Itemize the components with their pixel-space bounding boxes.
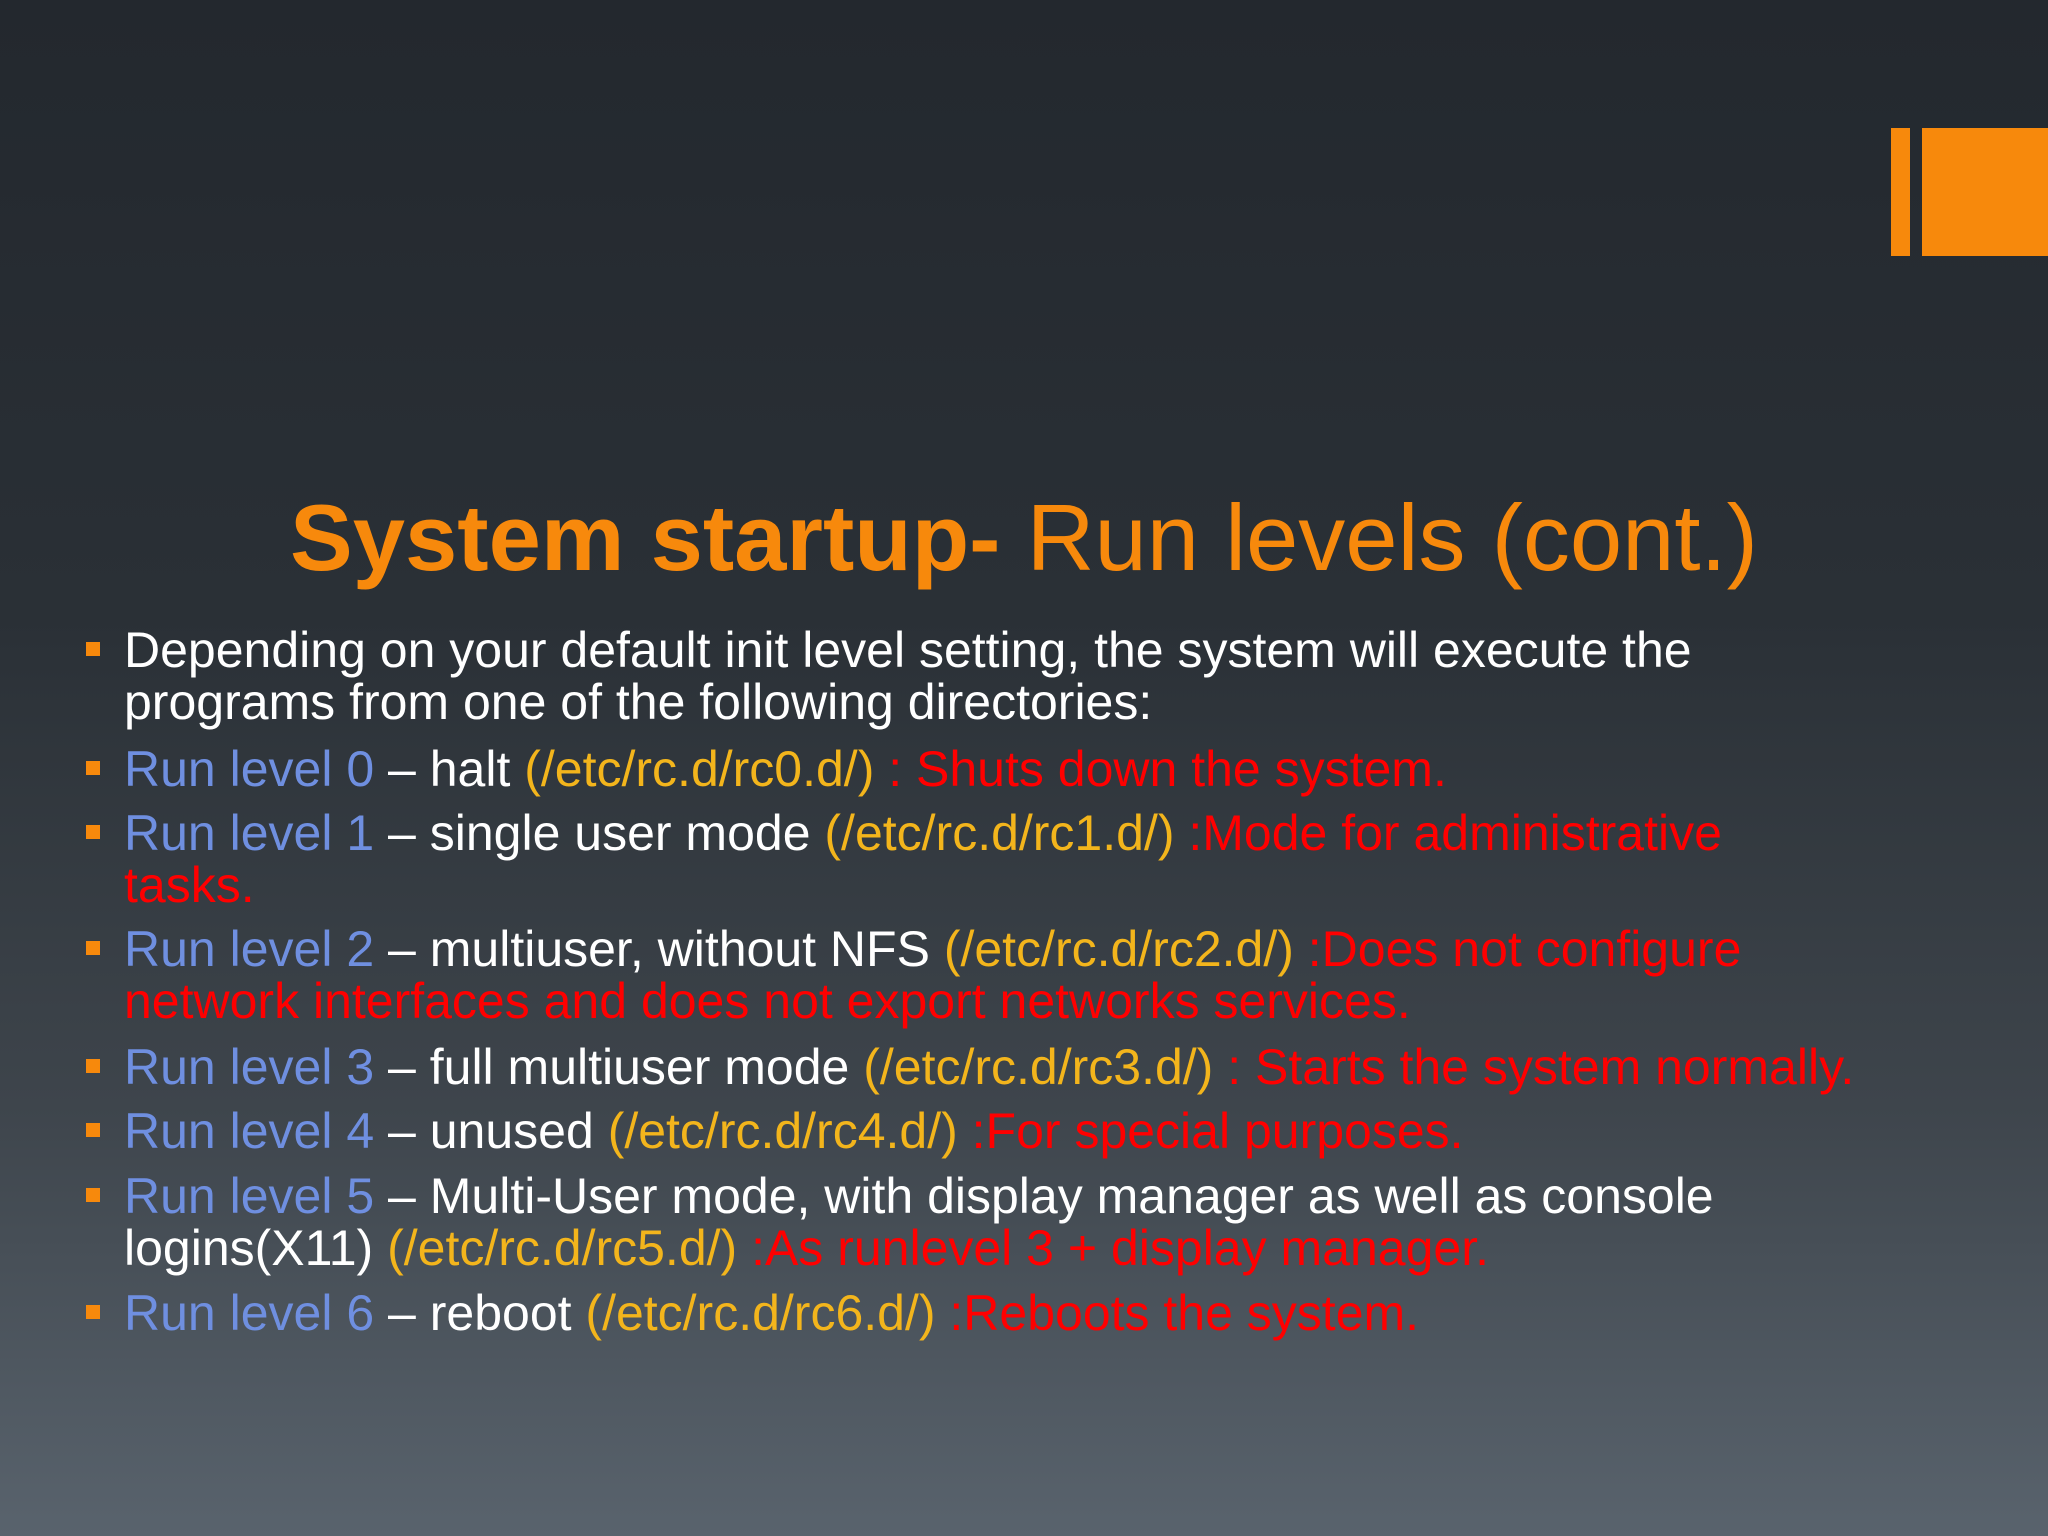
run-level-label: Run level 6	[124, 1285, 375, 1341]
run-level-6-text: Run level 6 – reboot (/etc/rc.d/rc6.d/) …	[124, 1287, 2048, 1339]
run-level-description: :Reboots the system.	[935, 1285, 1420, 1341]
title-regular: Run levels (cont.)	[1000, 485, 1758, 590]
bullet-run-level-5: Run level 5 – Multi-User mode, with disp…	[86, 1170, 2048, 1274]
run-level-5-text: Run level 5 – Multi-User mode, with disp…	[124, 1170, 2048, 1274]
run-level-2-text: Run level 2 – multiuser, without NFS (/e…	[124, 923, 2048, 1027]
bullet-marker	[86, 941, 100, 955]
run-level-mode: – full multiuser mode	[374, 1039, 864, 1095]
accent-bar-block	[1922, 128, 2048, 256]
bullet-run-level-4: Run level 4 – unused (/etc/rc.d/rc4.d/) …	[86, 1105, 2048, 1157]
run-level-label: Run level 0	[124, 741, 375, 797]
bullet-run-level-3: Run level 3 – full multiuser mode (/etc/…	[86, 1041, 2048, 1093]
bullet-marker	[86, 825, 100, 839]
run-level-description: :Does not configure	[1293, 921, 1742, 977]
intro-line-1: Depending on your default init level set…	[124, 622, 1692, 678]
bullet-run-level-6: Run level 6 – reboot (/etc/rc.d/rc6.d/) …	[86, 1287, 2048, 1339]
run-level-path: (/etc/rc.d/rc3.d/)	[863, 1039, 1214, 1095]
bullet-marker	[86, 1188, 100, 1202]
run-level-0-text: Run level 0 – halt (/etc/rc.d/rc0.d/) : …	[124, 743, 2048, 795]
run-level-path: (/etc/rc.d/rc5.d/)	[387, 1220, 738, 1276]
run-level-mode: – halt	[374, 741, 525, 797]
run-level-mode: – multiuser, without NFS	[374, 921, 944, 977]
run-level-description: :For special purposes.	[957, 1103, 1464, 1159]
run-level-label: Run level 3	[124, 1039, 375, 1095]
accent-bar-thin	[1891, 128, 1910, 256]
run-level-description-cont: tasks.	[124, 857, 255, 913]
run-level-mode: – unused	[374, 1103, 608, 1159]
bullet-marker	[86, 1305, 100, 1319]
run-level-description: :Mode for administrative	[1174, 805, 1722, 861]
bullet-marker	[86, 1123, 100, 1137]
bullet-run-level-1: Run level 1 – single user mode (/etc/rc.…	[86, 807, 2048, 911]
run-level-mode: – reboot	[374, 1285, 586, 1341]
run-level-label: Run level 5	[124, 1168, 375, 1224]
bullet-run-level-0: Run level 0 – halt (/etc/rc.d/rc0.d/) : …	[86, 743, 2048, 795]
bullet-run-level-2: Run level 2 – multiuser, without NFS (/e…	[86, 923, 2048, 1027]
bullet-intro-text: Depending on your default init level set…	[124, 624, 2048, 728]
run-level-description: :As runlevel 3 + display manager.	[737, 1220, 1489, 1276]
run-level-mode: – Multi-User mode, with display manager …	[374, 1168, 1714, 1224]
run-level-4-text: Run level 4 – unused (/etc/rc.d/rc4.d/) …	[124, 1105, 2048, 1157]
run-level-path: (/etc/rc.d/rc4.d/)	[607, 1103, 958, 1159]
bullet-intro: Depending on your default init level set…	[86, 624, 2048, 728]
run-level-description: : Shuts down the system.	[874, 741, 1447, 797]
run-level-label: Run level 4	[124, 1103, 375, 1159]
run-level-description: : Starts the system normally.	[1213, 1039, 1855, 1095]
run-level-label: Run level 2	[124, 921, 375, 977]
run-level-mode-cont: logins(X11)	[124, 1220, 388, 1276]
slide-title: System startup- Run levels (cont.)	[0, 478, 2048, 598]
run-level-description-cont: network interfaces and does not export n…	[124, 973, 1411, 1029]
run-level-path: (/etc/rc.d/rc1.d/)	[824, 805, 1175, 861]
run-level-path: (/etc/rc.d/rc2.d/)	[943, 921, 1294, 977]
bullet-marker	[86, 642, 100, 656]
run-level-3-text: Run level 3 – full multiuser mode (/etc/…	[124, 1041, 2048, 1093]
run-level-path: (/etc/rc.d/rc0.d/)	[524, 741, 875, 797]
run-level-mode: – single user mode	[374, 805, 825, 861]
intro-line-2: programs from one of the following direc…	[124, 674, 1153, 730]
run-level-1-text: Run level 1 – single user mode (/etc/rc.…	[124, 807, 2048, 911]
bullet-marker	[86, 1059, 100, 1073]
run-level-path: (/etc/rc.d/rc6.d/)	[585, 1285, 936, 1341]
bullet-marker	[86, 761, 100, 775]
run-level-label: Run level 1	[124, 805, 375, 861]
title-bold: System startup-	[290, 485, 1001, 590]
